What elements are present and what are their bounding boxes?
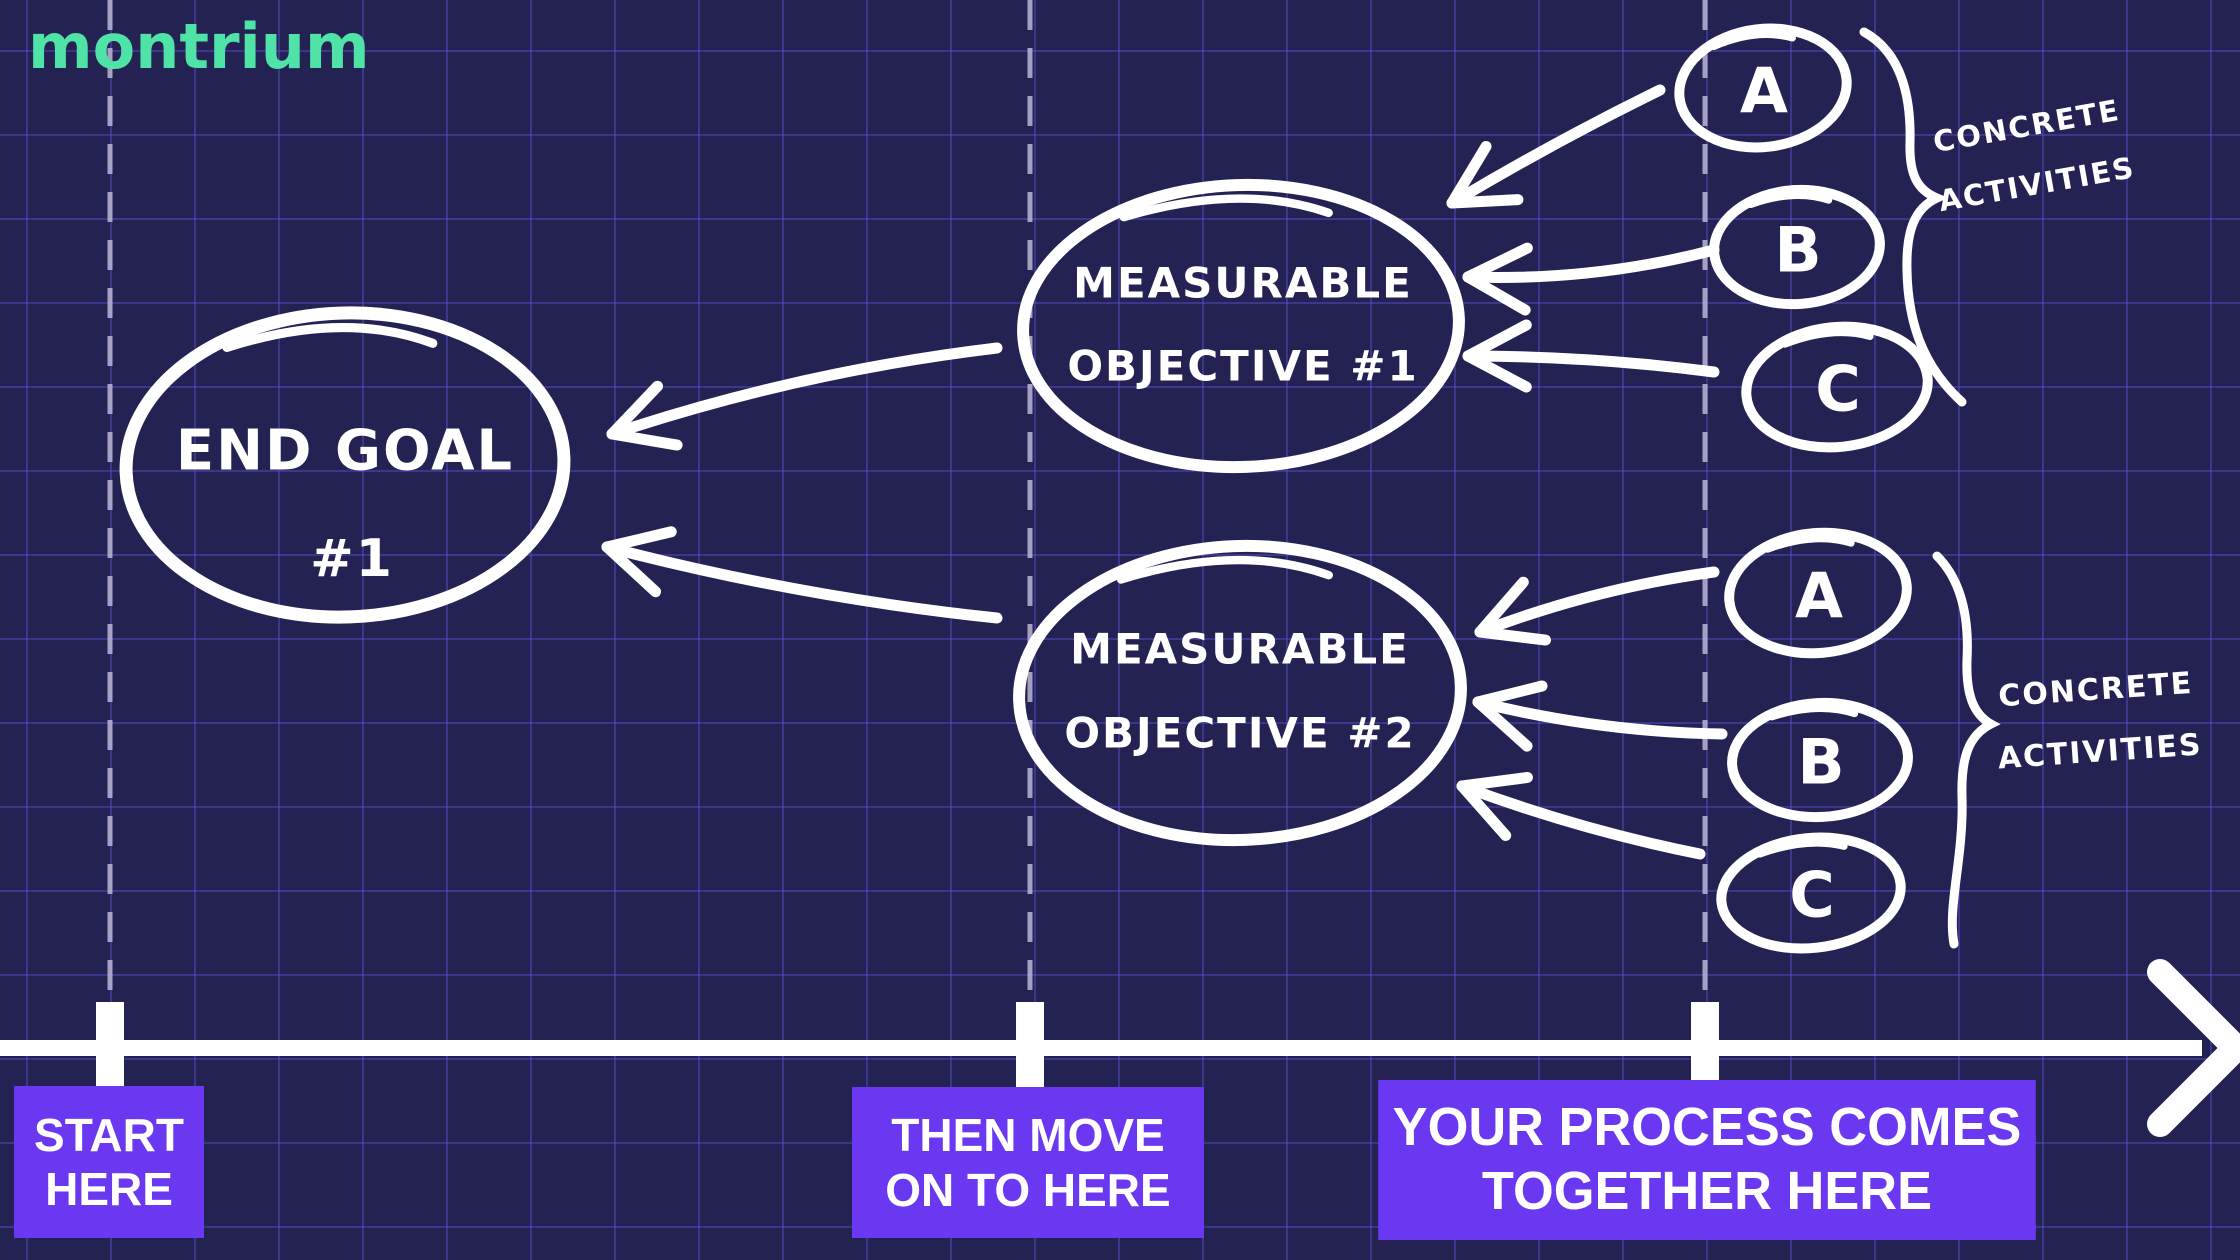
arrow-barb	[1462, 271, 1531, 316]
timeline-tick	[96, 1002, 124, 1090]
arrow-shaft	[606, 342, 1003, 440]
arrow-shaft	[1474, 566, 1720, 638]
ellipse-accent	[1116, 555, 1333, 584]
arrow-barb	[601, 526, 677, 553]
ellipse-outline	[1017, 178, 1465, 474]
ellipse-outline	[1013, 539, 1467, 847]
ellipse-group	[1674, 23, 1852, 153]
ellipse-accent	[1747, 191, 1833, 209]
ellipse-accent	[1710, 31, 1796, 50]
arrow-barb	[1474, 626, 1552, 646]
ellipse-outline	[119, 306, 571, 624]
timeline-arrowhead-icon	[2147, 959, 2240, 1137]
activity-c-bottom: C	[1789, 858, 1837, 932]
objective1-label-line2: OBJECTIVE #1	[1067, 341, 1419, 391]
ellipse-accent	[222, 323, 438, 352]
timeline-tick	[1691, 1002, 1719, 1090]
ellipse-outline	[1727, 697, 1913, 823]
ellipse-accent	[1756, 839, 1848, 858]
montrium-logo: montrium	[28, 10, 370, 83]
arrow-barb	[606, 428, 683, 451]
timeline-bar	[0, 1040, 2202, 1056]
ellipse-group	[1741, 321, 1933, 453]
arrow-barb	[1462, 319, 1532, 362]
arrow-barb	[1446, 140, 1492, 209]
activity-b-bottom: B	[1797, 725, 1847, 799]
ellipse-group	[1727, 697, 1913, 823]
end-goal-label-line1: END GOAL	[175, 418, 515, 484]
activity-b-top: B	[1774, 213, 1824, 287]
ellipse-group	[119, 306, 571, 624]
ellipse-outline	[1716, 832, 1906, 954]
ellipse-outline	[1741, 321, 1933, 453]
arrow-barb	[1474, 576, 1529, 638]
ellipse-group	[1724, 527, 1912, 659]
ellipse-accent	[1781, 329, 1874, 348]
arrow-shaft	[1462, 244, 1720, 284]
ellipse-outline	[1709, 184, 1885, 310]
timeline-label-then-move: THEN MOVE ON TO HERE	[852, 1087, 1204, 1238]
curly-brace	[1932, 551, 2001, 949]
objective1-label-line1: MEASURABLE	[1073, 258, 1413, 308]
arrow-shaft	[601, 541, 1003, 624]
curly-brace	[1859, 27, 1967, 407]
arrow-shaft	[1462, 350, 1720, 378]
end-goal-label-line2: #1	[310, 529, 394, 589]
ellipse-outline	[1724, 527, 1912, 659]
ellipse-outline	[1674, 23, 1852, 153]
timeline-label-start-here: START HERE	[14, 1086, 204, 1238]
objective2-label-line2: OBJECTIVE #2	[1064, 708, 1416, 758]
activity-a-bottom: A	[1795, 559, 1845, 633]
arrow-shaft	[1456, 780, 1706, 860]
arrow-barb	[1462, 350, 1532, 393]
activity-a-top: A	[1740, 54, 1790, 128]
arrow-barb	[1462, 242, 1533, 283]
ellipse-group	[1017, 178, 1465, 474]
concrete-activities-label-bottom: CONCRETE ACTIVITIES	[1996, 665, 2204, 777]
arrow-barb	[1472, 696, 1533, 752]
ellipse-group	[1013, 539, 1467, 847]
ellipse-accent	[1768, 705, 1859, 721]
arrow-barb	[1456, 771, 1533, 792]
ellipse-group	[1716, 832, 1906, 954]
ellipse-accent	[1119, 194, 1333, 222]
arrow-barb	[1456, 780, 1512, 841]
arrow-barb	[606, 380, 664, 440]
activity-c-top: C	[1815, 352, 1863, 426]
arrow-barb	[1446, 194, 1524, 209]
arrow-shaft	[1472, 696, 1728, 740]
arrow-shaft	[1446, 84, 1666, 209]
timeline-label-process-together: YOUR PROCESS COMES TOGETHER HERE	[1378, 1080, 2036, 1240]
ellipse-accent	[1764, 535, 1855, 553]
timeline-tick	[1016, 1002, 1044, 1090]
arrow-barb	[601, 541, 662, 598]
arrow-barb	[1472, 680, 1548, 708]
ellipse-group	[1709, 184, 1885, 310]
objective2-label-line1: MEASURABLE	[1070, 624, 1410, 674]
